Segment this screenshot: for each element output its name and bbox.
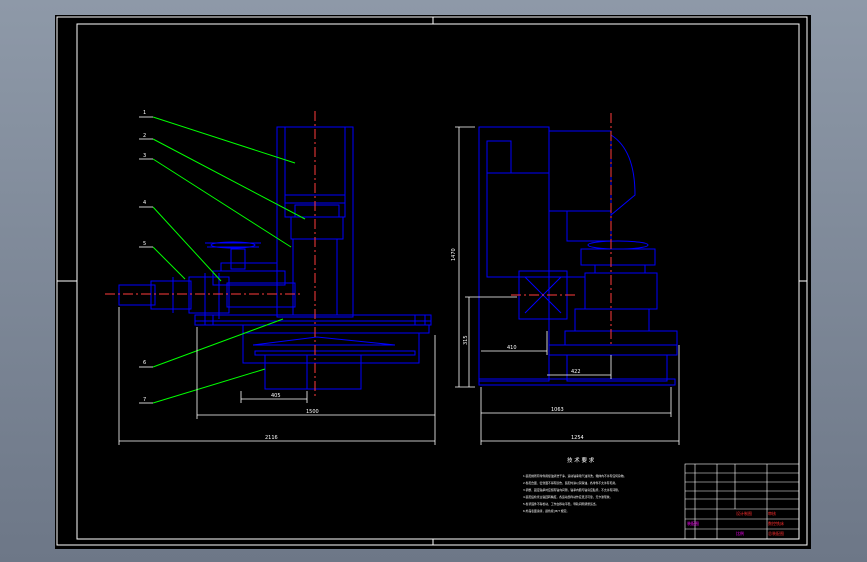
note-line-6: 6.外露表面涂漆，颜色按 JB/T 规定。 xyxy=(523,509,569,513)
balloon-3: 3 xyxy=(143,153,146,159)
dim-side-offset-2: 422 xyxy=(571,369,581,375)
dimension-texts: 405 1500 2116 1470 315 410 422 1063 1254 xyxy=(265,248,584,441)
dimension-lines xyxy=(118,126,680,445)
balloon-1: 1 xyxy=(143,110,146,116)
dim-side-overall: 1254 xyxy=(571,435,584,441)
title-block-text: 设计制图 审核 数控铣床 总装配图 装配图 比例 xyxy=(687,510,784,536)
notes-title: 技 术 要 求 xyxy=(567,456,595,464)
note-line-3: 3.调整、固定轴承时应留有轴向间隙，轴承内圈与轴肩应贴紧，不允许有间隙。 xyxy=(523,488,621,492)
balloon-4: 4 xyxy=(143,200,146,206)
note-line-4: 4.装配后检查主轴回转精度，各运动部件动作应灵活可靠，无卡滞现象。 xyxy=(523,495,612,499)
dim-front-small: 405 xyxy=(271,393,281,399)
title-assembly: 装配图 xyxy=(687,520,699,526)
dim-side-height: 1470 xyxy=(451,248,457,261)
title-machine: 数控铣床 xyxy=(768,520,784,526)
title-designer: 设计制图 xyxy=(736,510,752,516)
balloon-2: 2 xyxy=(143,133,146,139)
title-block xyxy=(684,463,800,540)
title-scale: 比例 xyxy=(736,530,744,536)
title-drawing-name: 总装配图 xyxy=(768,530,784,536)
dim-side-offset-1: 410 xyxy=(507,345,517,351)
side-centerlines xyxy=(511,113,612,345)
balloon-6: 6 xyxy=(143,360,146,366)
dim-front-overall: 2116 xyxy=(265,435,278,441)
note-line-1: 1.装配前所有零件用煤油清洗干净，滚动轴承用汽油清洗，箱体内不许有任何杂物。 xyxy=(523,474,626,478)
balloon-labels: 1 2 3 4 5 6 7 xyxy=(143,110,146,403)
balloon-5: 5 xyxy=(143,241,146,247)
front-view xyxy=(118,126,432,390)
leader-lines xyxy=(152,116,306,404)
dim-side-base: 1063 xyxy=(551,407,564,413)
drawing-canvas: 1 2 3 4 5 6 7 405 1500 xyxy=(55,15,811,549)
dim-front-base: 1500 xyxy=(306,409,319,415)
balloon-underlines xyxy=(139,116,153,404)
balloon-7: 7 xyxy=(143,397,146,403)
note-line-5: 5.各紧固件不得松动，工作台移动平稳，导轨间隙调整适当。 xyxy=(523,502,598,506)
note-line-2: 2.各配合面、密封面不得有损伤，装配时涂以润滑油，各零件不允许有毛刺。 xyxy=(523,481,618,485)
front-centerlines xyxy=(105,111,316,397)
dim-side-low: 315 xyxy=(463,335,469,345)
cad-drawing: 1 2 3 4 5 6 7 405 1500 xyxy=(56,16,808,546)
technical-notes: 技 术 要 求 1.装配前所有零件用煤油清洗干净，滚动轴承用汽油清洗，箱体内不许… xyxy=(523,456,626,513)
centering-marks xyxy=(57,17,807,545)
title-checker: 审核 xyxy=(768,510,776,516)
